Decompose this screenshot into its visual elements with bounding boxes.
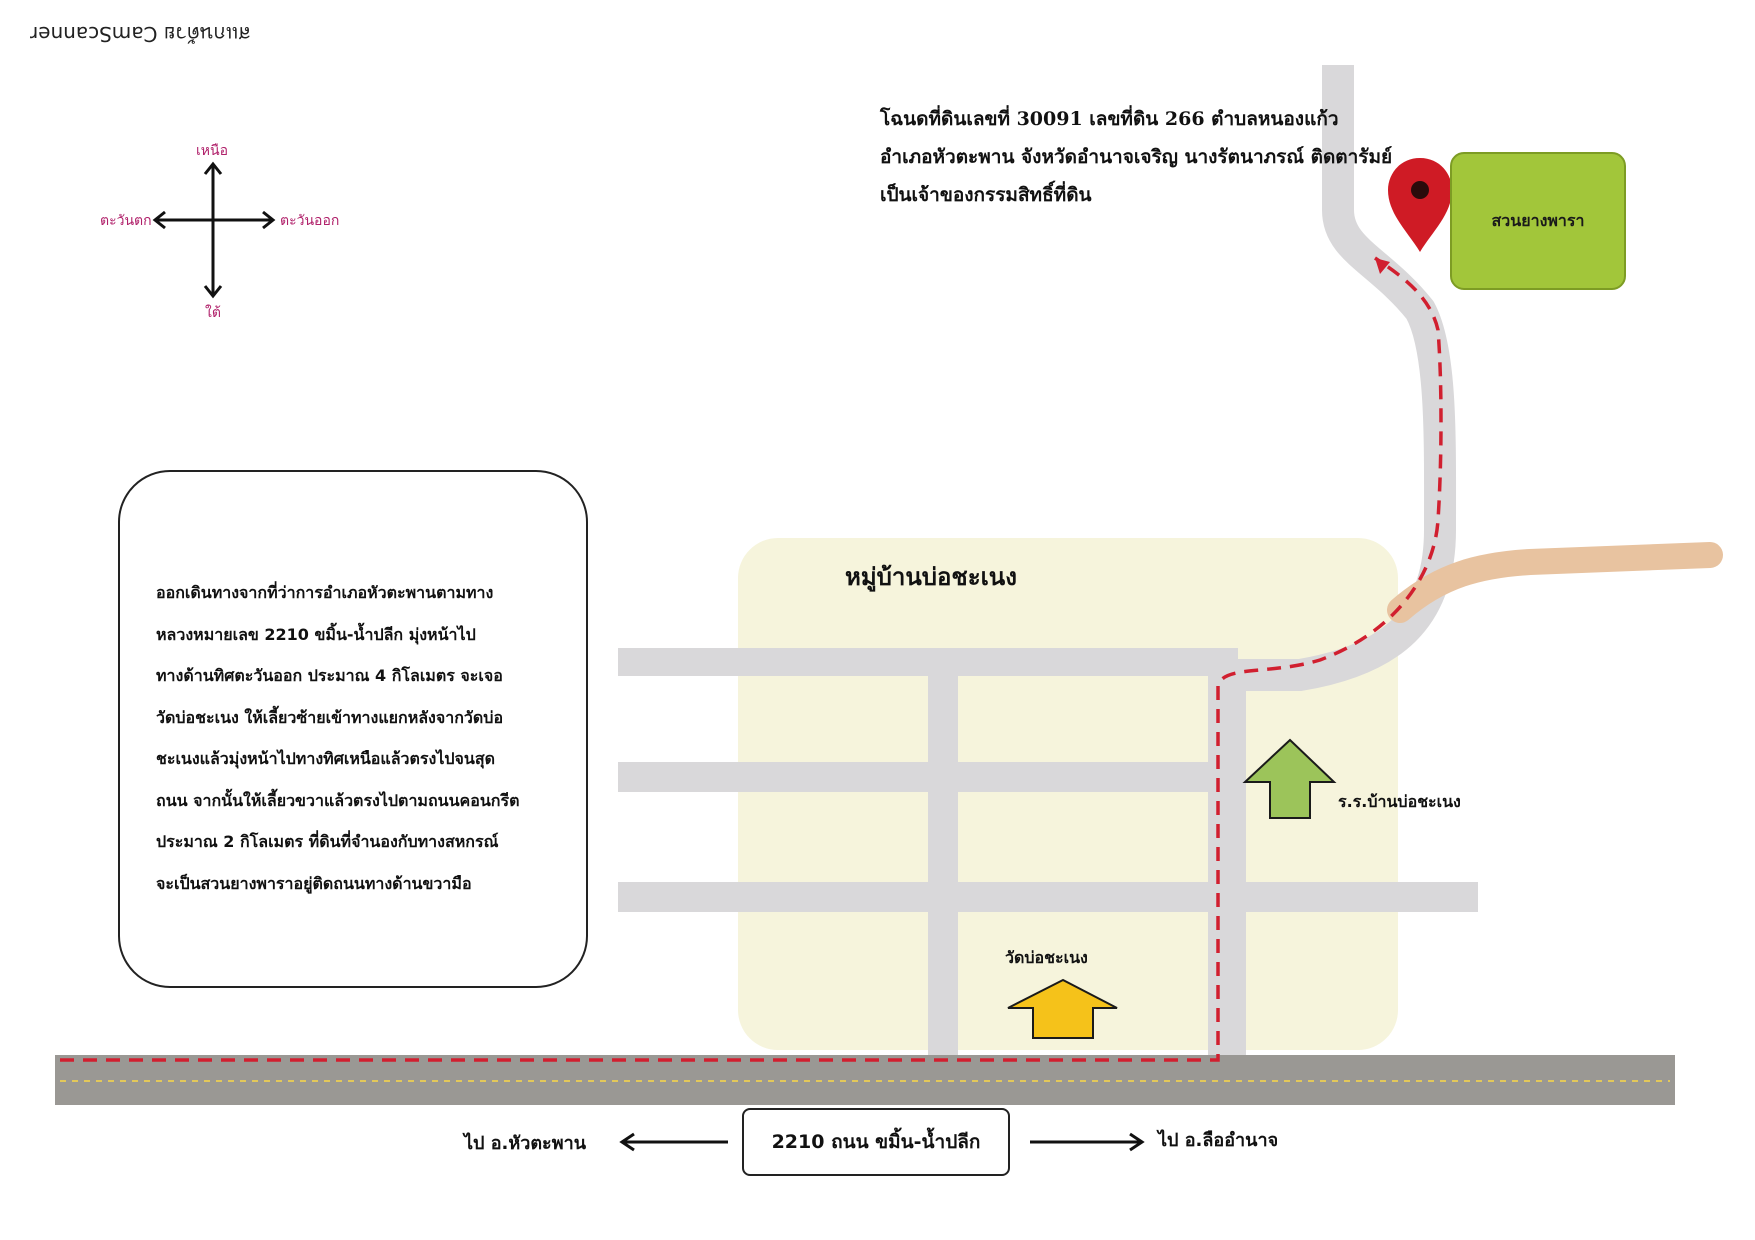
location-pin-icon	[1388, 158, 1452, 252]
deed-line: โฉนดที่ดินเลขที่ 30091 เลขที่ดิน 266 ตำบ…	[880, 108, 1339, 130]
directions-line: ออกเดินทางจากที่ว่าการอำเภอหัวตะพานตามทา…	[156, 583, 494, 602]
route-arrowhead	[1375, 258, 1390, 274]
deed-line: เป็นเจ้าของกรรมสิทธิ์ที่ดิน	[880, 184, 1092, 206]
rubber-plantation-box: สวนยางพารา	[1450, 152, 1626, 290]
destination-left-label: ไป อ.หัวตะพาน	[464, 1133, 587, 1154]
village-road-3	[618, 882, 1478, 912]
compass-icon	[152, 161, 276, 299]
directions-box: ออกเดินทางจากที่ว่าการอำเภอหัวตะพานตามทา…	[118, 470, 588, 988]
compass-west-label: ตะวันตก	[100, 213, 152, 229]
directions-line: จะเป็นสวนยางพาราอยู่ติดถนนทางด้านขวามือ	[156, 873, 472, 893]
deed-line: อำเภอหัวตะพาน จังหวัดอำนาจเจริญ นางรัตนา…	[880, 146, 1393, 168]
directions-line: ชะเนงแล้วมุ่งหน้าไปทางทิศเหนือแล้วตรงไปจ…	[156, 749, 495, 768]
compass-south-label: ใต้	[205, 305, 221, 321]
temple-label: วัดบ่อชะเนง	[1005, 948, 1088, 967]
directions-line: ถนน จากนั้นให้เลี้ยวขวาแล้วตรงไปตามถนนคอ…	[156, 790, 520, 810]
arrow-up-icon	[1007, 978, 1118, 1039]
route-line	[60, 256, 1443, 1062]
directions-line: หลวงหมายเลข 2210 ขมิ้น-น้ำปลีก มุ่งหน้าไ…	[156, 624, 476, 644]
compass-north-label: เหนือ	[196, 143, 228, 159]
directions-line: วัดบ่อชะเนง ให้เลี้ยวซ้ายเข้าทางแยกหลังจ…	[156, 707, 504, 727]
village-road-1	[618, 648, 1238, 676]
watermark-text: สแกนด้วย CamScanner	[30, 22, 251, 46]
branch-road	[1387, 542, 1723, 623]
village-road-vertical-1	[928, 676, 958, 1056]
compass-east-label: ตะวันออก	[280, 213, 340, 229]
arrow-up-icon	[1242, 738, 1337, 819]
destination-right-label: ไป อ.ลืออำนาจ	[1158, 1130, 1279, 1151]
highway-label-box: 2210 ถนน ขมิ้น-น้ำปลีก	[742, 1108, 1010, 1176]
rubber-plantation-label: สวนยางพารา	[1491, 210, 1585, 230]
village-road-2	[618, 762, 1208, 792]
school-label: ร.ร.บ้านบ่อชะเนง	[1338, 792, 1461, 811]
village-label: หมู่บ้านบ่อชะเนง	[845, 563, 1017, 591]
arrow-right-icon	[1030, 1132, 1145, 1152]
directions-line: ประมาณ 2 กิโลเมตร ที่ดินที่จำนองกับทางสห…	[156, 832, 499, 851]
highway-label: 2210 ถนน ขมิ้น-น้ำปลีก	[771, 1131, 981, 1153]
directions-line: ทางด้านทิศตะวันออก ประมาณ 4 กิโลเมตร จะเ…	[156, 666, 503, 685]
local-roads	[618, 648, 1478, 1056]
arrow-left-icon	[619, 1132, 728, 1152]
land-deed-info: โฉนดที่ดินเลขที่ 30091 เลขที่ดิน 266 ตำบ…	[880, 100, 1392, 214]
